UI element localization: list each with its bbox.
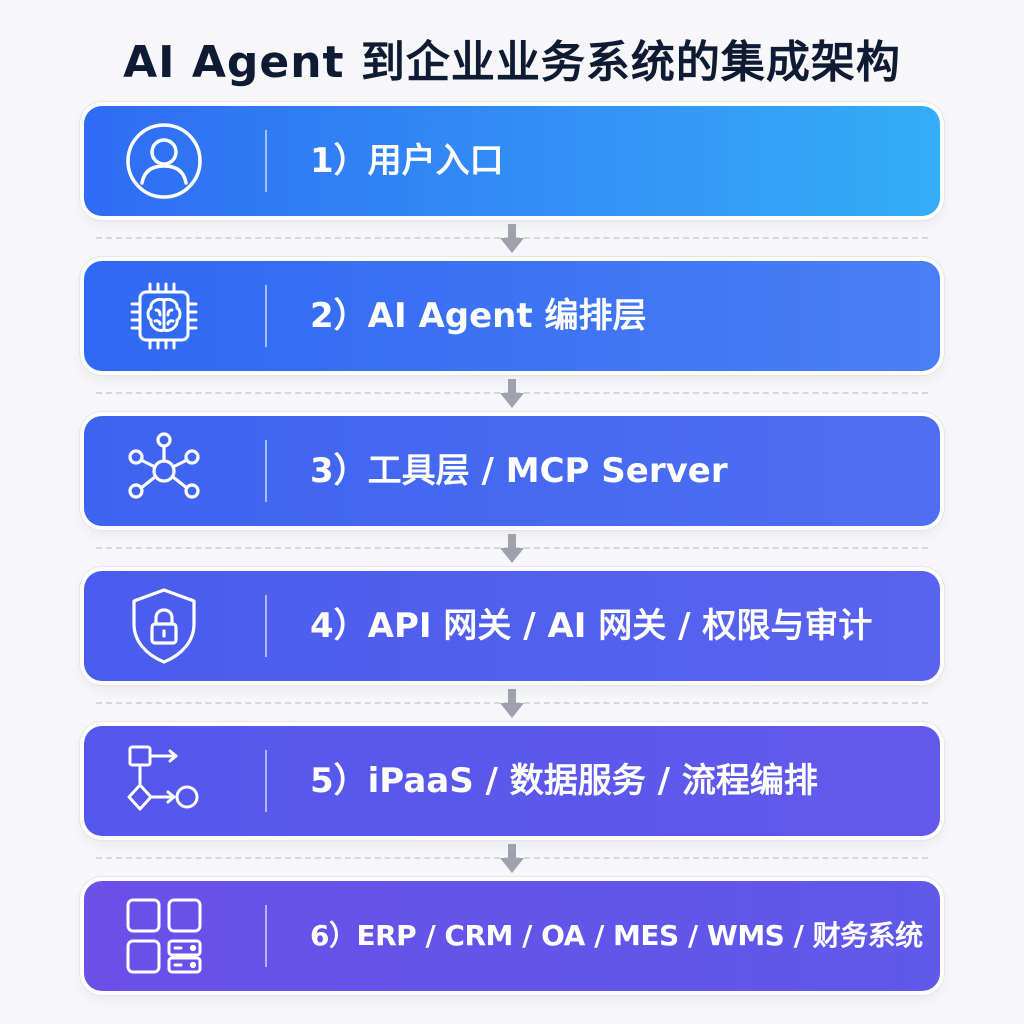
ai-chip-brain-icon [130, 282, 198, 350]
arrow-down-icon [500, 534, 524, 563]
arrow-down-icon [500, 689, 524, 718]
separator [265, 130, 267, 192]
arrow-down-icon [500, 844, 524, 873]
layer-label: 5）iPaaS / 数据服务 / 流程编排 [310, 761, 818, 801]
apps-server-icon [126, 898, 202, 974]
layer-label: 3）工具层 / MCP Server [310, 451, 728, 491]
layer-label: 2）AI Agent 编排层 [310, 296, 647, 336]
separator [265, 595, 267, 657]
shield-lock-icon [132, 588, 196, 664]
page-title: AI Agent 到企业业务系统的集成架构 [123, 37, 901, 88]
layer-api-gateway: 4）API 网关 / AI 网关 / 权限与审计 [84, 571, 940, 681]
separator [265, 285, 267, 347]
workflow-icon [127, 745, 199, 811]
separator [265, 905, 267, 967]
user-icon [126, 123, 202, 199]
layer-enterprise-systems: 6）ERP / CRM / OA / MES / WMS / 财务系统 [84, 881, 940, 991]
layer-tools-mcp-server: 3）工具层 / MCP Server [84, 416, 940, 526]
arrow-down-icon [500, 224, 524, 253]
arrow-down-icon [500, 379, 524, 408]
separator [265, 440, 267, 502]
separator [265, 750, 267, 812]
layer-label: 6）ERP / CRM / OA / MES / WMS / 财务系统 [310, 919, 923, 952]
layer-ai-agent-orchestration: 2）AI Agent 编排层 [84, 261, 940, 371]
network-nodes-icon [128, 432, 200, 499]
layer-label: 4）API 网关 / AI 网关 / 权限与审计 [310, 606, 873, 646]
layer-label: 1）用户入口 [310, 141, 504, 181]
layer-ipaas-data-workflow: 5）iPaaS / 数据服务 / 流程编排 [84, 726, 940, 836]
layer-user-entry: 1）用户入口 [84, 106, 940, 216]
